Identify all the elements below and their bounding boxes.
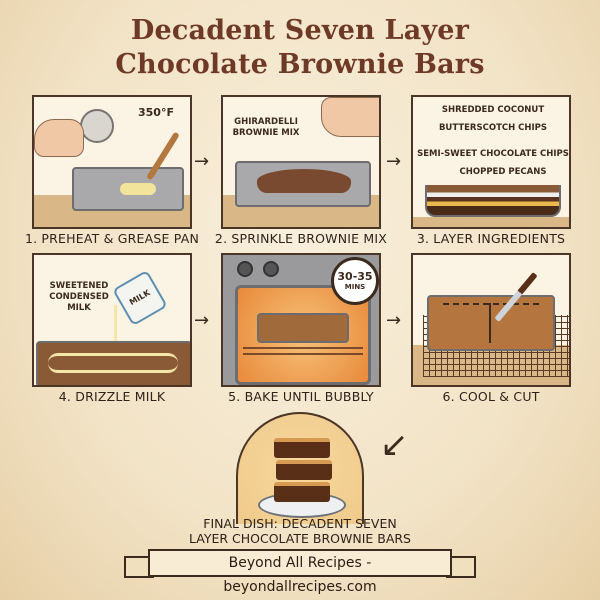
title-line-1: Decadent Seven Layer [130, 15, 470, 46]
layer-label-coconut: SHREDDED COCONUT [441, 105, 545, 115]
final-dish-illustration [236, 412, 364, 524]
final-caption-line-1: FINAL DISH: DECADENT SEVEN [203, 516, 397, 531]
layered-dish-icon [425, 185, 561, 217]
timer-icon: 30-35 MINS [331, 257, 379, 305]
temperature-label: 350°F [138, 106, 174, 119]
timer-minutes: 30-35 [337, 270, 373, 283]
arrow-4-to-5-icon: → [194, 310, 210, 331]
brownie-layer-icon [276, 460, 332, 480]
step-3-caption: 3. LAYER INGREDIENTS [416, 231, 566, 246]
step-3-panel: SHREDDED COCONUT BUTTERSCOTCH CHIPS SEMI… [411, 95, 571, 229]
final-caption-line-2: LAYER CHOCOLATE BROWNIE BARS [188, 531, 411, 546]
brownie-layer-icon [274, 438, 330, 458]
arrow-to-final-icon: ↙ [380, 425, 409, 465]
milk-drizzle [48, 353, 178, 373]
title-line-2: Chocolate Brownie Bars [115, 49, 485, 80]
oven-knob-icon [263, 261, 279, 277]
brownie-mix-label: GHIRARDELLI BROWNIE MIX [232, 117, 300, 138]
page-title: Decadent Seven Layer Chocolate Brownie B… [0, 14, 600, 82]
milk-can-icon: MILK [112, 269, 168, 327]
condensed-milk-label: SWEETENED CONDENSED MILK [49, 281, 109, 313]
final-dish-caption: FINAL DISH: DECADENT SEVEN LAYER CHOCOLA… [150, 516, 450, 546]
cut-lines [443, 303, 539, 343]
baking-pan-icon [257, 313, 349, 343]
brownie-layer-icon [274, 482, 330, 502]
step-5-caption: 5. BAKE UNTIL BUBBLY [228, 389, 374, 404]
oven-rack [243, 347, 363, 355]
butter-smear [120, 183, 156, 195]
hand-icon [34, 119, 84, 157]
step-2-panel: GHIRARDELLI BROWNIE MIX [221, 95, 381, 229]
step-2-caption: 2. SPRINKLE BROWNIE MIX [214, 231, 388, 246]
step-1-caption: 1. PREHEAT & GREASE PAN [24, 231, 200, 246]
oven-knob-icon [237, 261, 253, 277]
timer-unit: MINS [344, 283, 366, 291]
brownie-mix-pile [257, 169, 351, 193]
countertop [413, 217, 569, 227]
layer-label-chocolate-chips: SEMI-SWEET CHOCOLATE CHIPS [417, 149, 569, 159]
arrow-5-to-6-icon: → [386, 310, 402, 331]
footer-banner: Beyond All Recipes - beyondallrecipes.co… [148, 549, 452, 595]
hand-icon [321, 97, 379, 137]
step-4-panel: SWEETENED CONDENSED MILK MILK [32, 253, 192, 387]
layer-label-butterscotch: BUTTERSCOTCH CHIPS [438, 123, 548, 133]
brownie-pan-icon [36, 341, 190, 385]
step-1-panel: 350°F [32, 95, 192, 229]
arrow-1-to-2-icon: → [194, 151, 210, 172]
step-6-panel [411, 253, 571, 387]
step-5-panel: 30-35 MINS [221, 253, 381, 387]
arrow-2-to-3-icon: → [386, 151, 402, 172]
step-6-caption: 6. COOL & CUT [442, 389, 540, 404]
step-4-caption: 4. DRIZZLE MILK [58, 389, 166, 404]
milk-stream [114, 305, 117, 355]
oven-dial-icon [80, 109, 114, 143]
layer-label-pecans: CHOPPED PECANS [459, 167, 547, 177]
